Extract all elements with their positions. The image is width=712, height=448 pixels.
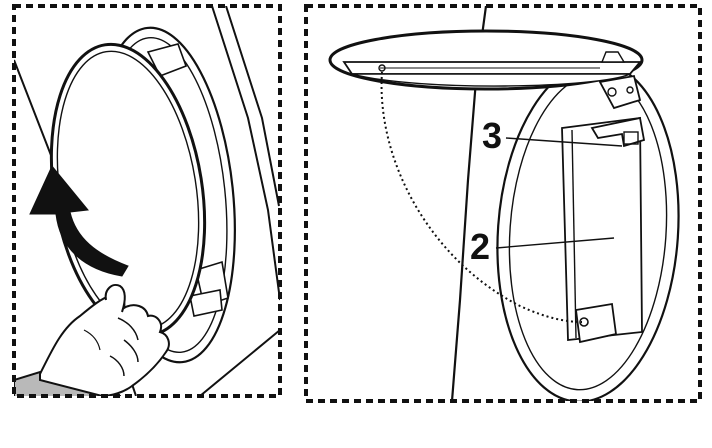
callout-number-2: 2 bbox=[470, 226, 491, 267]
strip-clip bbox=[600, 51, 626, 63]
latch-block bbox=[189, 289, 223, 317]
opening-arrow-icon bbox=[29, 165, 129, 277]
left-panel-dotted-border bbox=[12, 4, 282, 398]
screw-icon bbox=[579, 317, 589, 327]
right-panel-scene bbox=[328, 6, 680, 401]
leader-line-2 bbox=[495, 237, 615, 249]
catch-bracket-slot bbox=[623, 131, 639, 145]
catch-bracket bbox=[590, 116, 646, 148]
right-panel-dotted-border bbox=[304, 4, 702, 403]
strip-screw-hole bbox=[378, 64, 386, 72]
leader-line-3 bbox=[505, 137, 623, 147]
hand-icon bbox=[14, 284, 170, 396]
appliance-base-line bbox=[199, 329, 280, 396]
appliance-edge-line bbox=[211, 6, 280, 301]
bottom-bracket bbox=[574, 302, 618, 344]
left-panel bbox=[12, 4, 282, 398]
inner-panel-edge bbox=[571, 129, 577, 339]
hinge-assembly bbox=[598, 74, 642, 110]
appliance-edge-line-2 bbox=[225, 6, 280, 207]
dotted-guide-path bbox=[380, 71, 583, 323]
right-panel bbox=[304, 4, 702, 403]
left-panel-scene bbox=[14, 6, 280, 396]
trim-strip-underside bbox=[351, 73, 631, 87]
inner-door-panel bbox=[561, 116, 643, 341]
callout-number-3: 3 bbox=[482, 115, 503, 156]
